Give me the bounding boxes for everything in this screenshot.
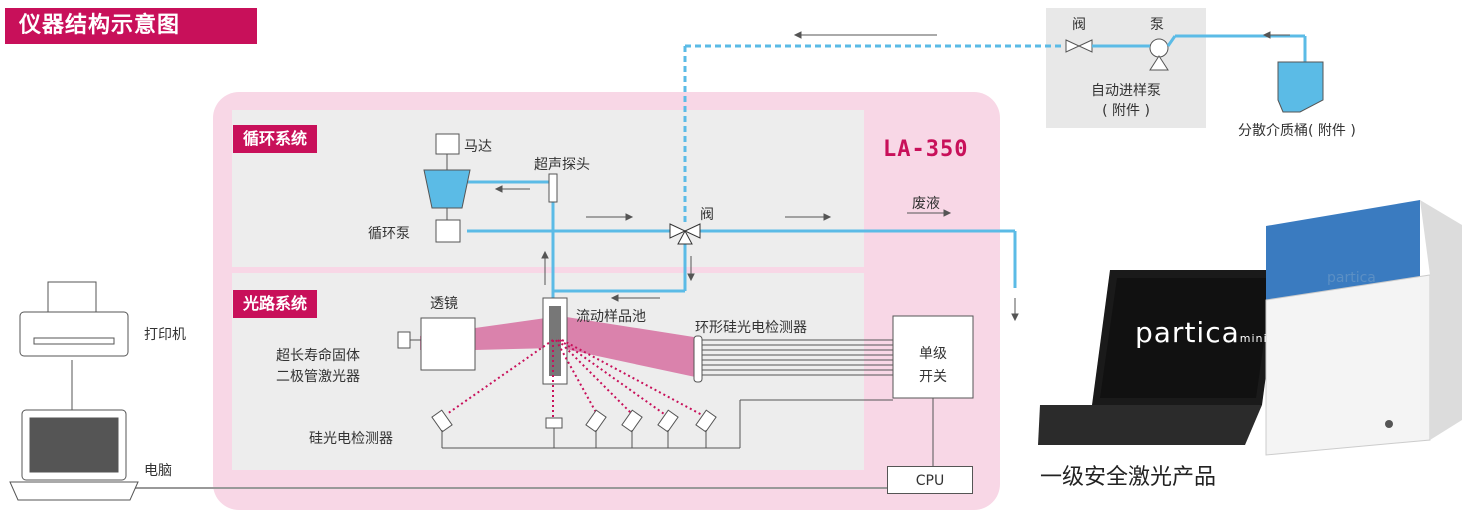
laptop-brand: particamini: [1135, 316, 1268, 349]
instrument-brand: partica: [1327, 270, 1376, 286]
section-circulation-tag: 循环系统: [233, 125, 318, 153]
probe: [548, 173, 558, 203]
autosampler-label-line2: ( 附件 ): [1102, 103, 1150, 119]
laser-beam-scatter: [560, 316, 700, 378]
circulation-vessel: [423, 169, 471, 209]
motor-label: 马达: [464, 139, 492, 155]
switch-label-line2: 开关: [919, 369, 947, 385]
flow-cell-label: 流动样品池: [576, 309, 646, 325]
pump-box: [435, 219, 461, 243]
dispersion-tank: [1277, 61, 1324, 113]
circulation-pump-label: 循环泵: [368, 226, 410, 242]
autosampler-panel: [1046, 8, 1206, 128]
detector-wires: [441, 398, 934, 466]
dashed-line: [683, 44, 1063, 222]
autosampler-label-line1: 自动进样泵: [1091, 83, 1161, 99]
laser-label-line2: 二极管激光器: [276, 369, 360, 385]
dispersion-tank-label: 分散介质桶( 附件 ): [1238, 123, 1356, 139]
ring-detector: [693, 335, 703, 383]
waste-label: 废液: [912, 196, 940, 212]
switch-box: [892, 315, 974, 399]
safety-label: 一级安全激光产品: [1040, 465, 1217, 490]
autosampler-valve-label: 阀: [1072, 17, 1086, 33]
ring-detector-label: 环形硅光电检测器: [695, 320, 807, 336]
cpu-label: CPU: [887, 466, 973, 494]
laptop-image: [1038, 270, 1280, 445]
ring-detector-wires: [702, 339, 893, 376]
laser-label-line1: 超长寿命固体: [276, 348, 360, 364]
laser-diode: [397, 331, 411, 349]
section-optical-tag: 光路系统: [233, 290, 318, 318]
circulation-panel: [232, 110, 864, 267]
ultrasonic-probe-label: 超声探头: [534, 157, 590, 173]
scatter-lines: [446, 339, 705, 418]
valve-symbol: [669, 223, 701, 245]
valve-label: 阀: [700, 207, 714, 223]
printer-label: 打印机: [144, 327, 186, 343]
printer-icon: [19, 281, 129, 357]
page-title: 仪器结构示意图: [5, 8, 257, 44]
si-detector-label: 硅光电检测器: [309, 431, 393, 447]
autosampler-pump-label: 泵: [1150, 17, 1164, 33]
lens-box: [420, 317, 476, 371]
lens-label: 透镜: [430, 296, 458, 312]
direction-arrows: [494, 31, 1290, 322]
autosampler-parts: [1065, 38, 1169, 71]
switch-label-line1: 单级: [919, 346, 947, 362]
model-label: LA-350: [883, 137, 969, 162]
computer-icon: [9, 409, 139, 501]
motor-box: [435, 133, 460, 155]
instrument-image: [1265, 200, 1462, 456]
computer-label: 电脑: [144, 463, 172, 479]
si-detectors: [431, 409, 717, 433]
